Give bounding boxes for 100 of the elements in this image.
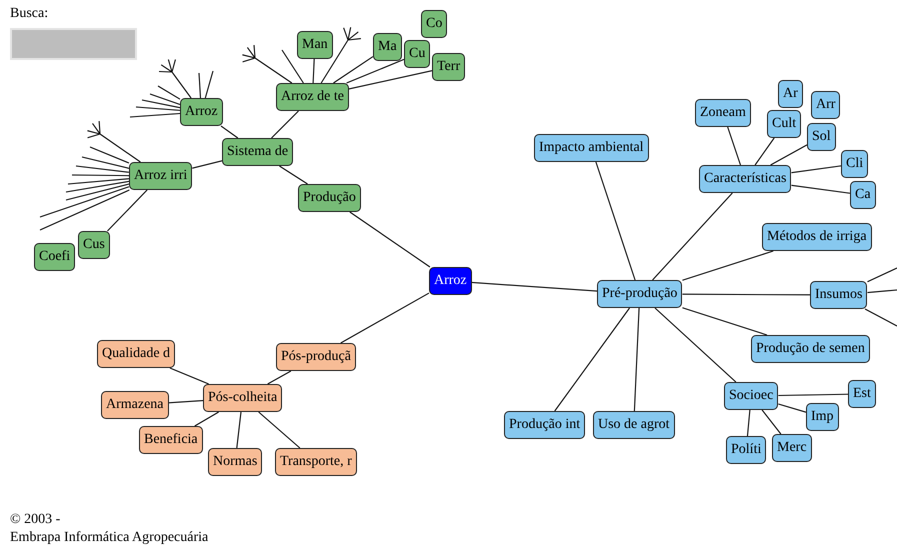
connector-line (168, 400, 204, 404)
connector-line (754, 138, 775, 166)
topic-box: Políti (726, 436, 766, 464)
topic-box: Terr (432, 53, 466, 81)
topic-box: Arr (811, 91, 840, 119)
topic-box: Arroz (180, 98, 223, 126)
connector-line (192, 160, 222, 169)
branch-line (198, 72, 202, 98)
topic-box: Cult (767, 110, 802, 138)
connector-line (220, 126, 238, 138)
topic-box: Arroz (429, 267, 472, 295)
topic-box: Sol (807, 123, 836, 151)
branch-line (76, 165, 130, 173)
connector-line (762, 410, 782, 434)
connector-line (279, 166, 308, 184)
connector-line (340, 292, 430, 344)
connector-line (746, 410, 750, 436)
connector-line (350, 212, 430, 268)
branch-line (66, 180, 130, 193)
connector-line (236, 412, 242, 448)
branch-line (72, 174, 129, 176)
topic-box: Qualidade d (97, 340, 176, 368)
branch-line (86, 120, 141, 163)
connector-line (271, 110, 299, 138)
branch-line (320, 26, 362, 84)
topic-box: Sistema de (222, 138, 294, 166)
connector-line (770, 144, 808, 166)
connector-line (554, 308, 630, 412)
organization-name: Embrapa Informática Agropecuária (10, 530, 208, 546)
branch-line (158, 86, 180, 100)
topic-box: Insumos (810, 281, 868, 309)
topic-box: Ar (778, 80, 803, 108)
topic-box: Arroz de te (276, 83, 349, 111)
connector-line (634, 308, 640, 412)
topic-box: Ma (373, 33, 402, 61)
topic-box: Arroz irri (129, 162, 192, 190)
topic-box: Coefi (34, 243, 76, 271)
connector-line (652, 192, 733, 280)
branch-line (867, 289, 897, 294)
topic-box: Características (699, 165, 792, 193)
connector-line (194, 412, 219, 426)
topic-box: Cu (404, 40, 430, 68)
connector-line (346, 58, 404, 84)
branch-line (867, 268, 897, 282)
connector-line (107, 190, 148, 232)
topic-box: Normas (208, 448, 262, 476)
topic-box: Cli (841, 150, 868, 178)
topic-box: Merc (772, 434, 812, 462)
topic-box: Armazena (101, 391, 169, 419)
topic-box: Pré-produção (597, 280, 682, 308)
topic-box: Beneficia (139, 426, 203, 454)
topic-box: Cus (78, 231, 110, 259)
branch-line (242, 44, 292, 84)
field-label: Busca: (10, 6, 48, 22)
topic-box: Imp (806, 403, 839, 431)
branch-line (150, 93, 180, 106)
topic-box: Transporte, r (275, 448, 357, 476)
branch-line (82, 156, 130, 169)
connector-line (778, 394, 848, 396)
connector-line (312, 58, 315, 84)
branch-line (158, 58, 192, 99)
connector-line (778, 404, 806, 413)
connector-line (170, 368, 209, 384)
connector-line (791, 165, 842, 174)
copyright-text: © 2003 - (10, 512, 60, 528)
connector-line (267, 370, 292, 384)
branch-line (90, 146, 130, 164)
branch-line (864, 308, 897, 326)
connector-line (333, 56, 374, 84)
topic-box: Métodos de irriga (762, 223, 872, 251)
topic-box: Produção (298, 184, 361, 212)
topic-box: Pós-colheita (203, 384, 282, 412)
connector-line (595, 162, 636, 280)
branch-line (66, 183, 130, 201)
topic-box: Co (421, 10, 448, 38)
topic-box: Produção int (504, 411, 586, 439)
connector-line (348, 70, 432, 90)
branch-line (204, 70, 214, 98)
topic-box: Ca (850, 181, 876, 209)
branch-line (68, 178, 130, 185)
connector-line (791, 184, 850, 194)
topic-box: Pós-produçã (276, 343, 356, 371)
branch-line (40, 190, 130, 230)
topic-box: Socioec (724, 382, 778, 410)
connector-line (682, 250, 774, 281)
connector-line (727, 126, 741, 166)
topic-box: Zoneam (695, 99, 751, 127)
branch-line (40, 186, 130, 218)
topic-box: Est (848, 380, 876, 408)
topic-box: Uso de agrot (593, 411, 675, 439)
topic-box: Man (297, 31, 333, 59)
topic-box: Impacto ambiental (534, 134, 649, 162)
branch-line (136, 106, 180, 111)
branch-line (282, 50, 304, 84)
connector-line (258, 412, 300, 448)
branch-line (130, 112, 180, 118)
branch-line (142, 99, 180, 108)
connector-line (682, 307, 768, 336)
connector-line (682, 294, 810, 296)
connector-line (472, 282, 598, 292)
